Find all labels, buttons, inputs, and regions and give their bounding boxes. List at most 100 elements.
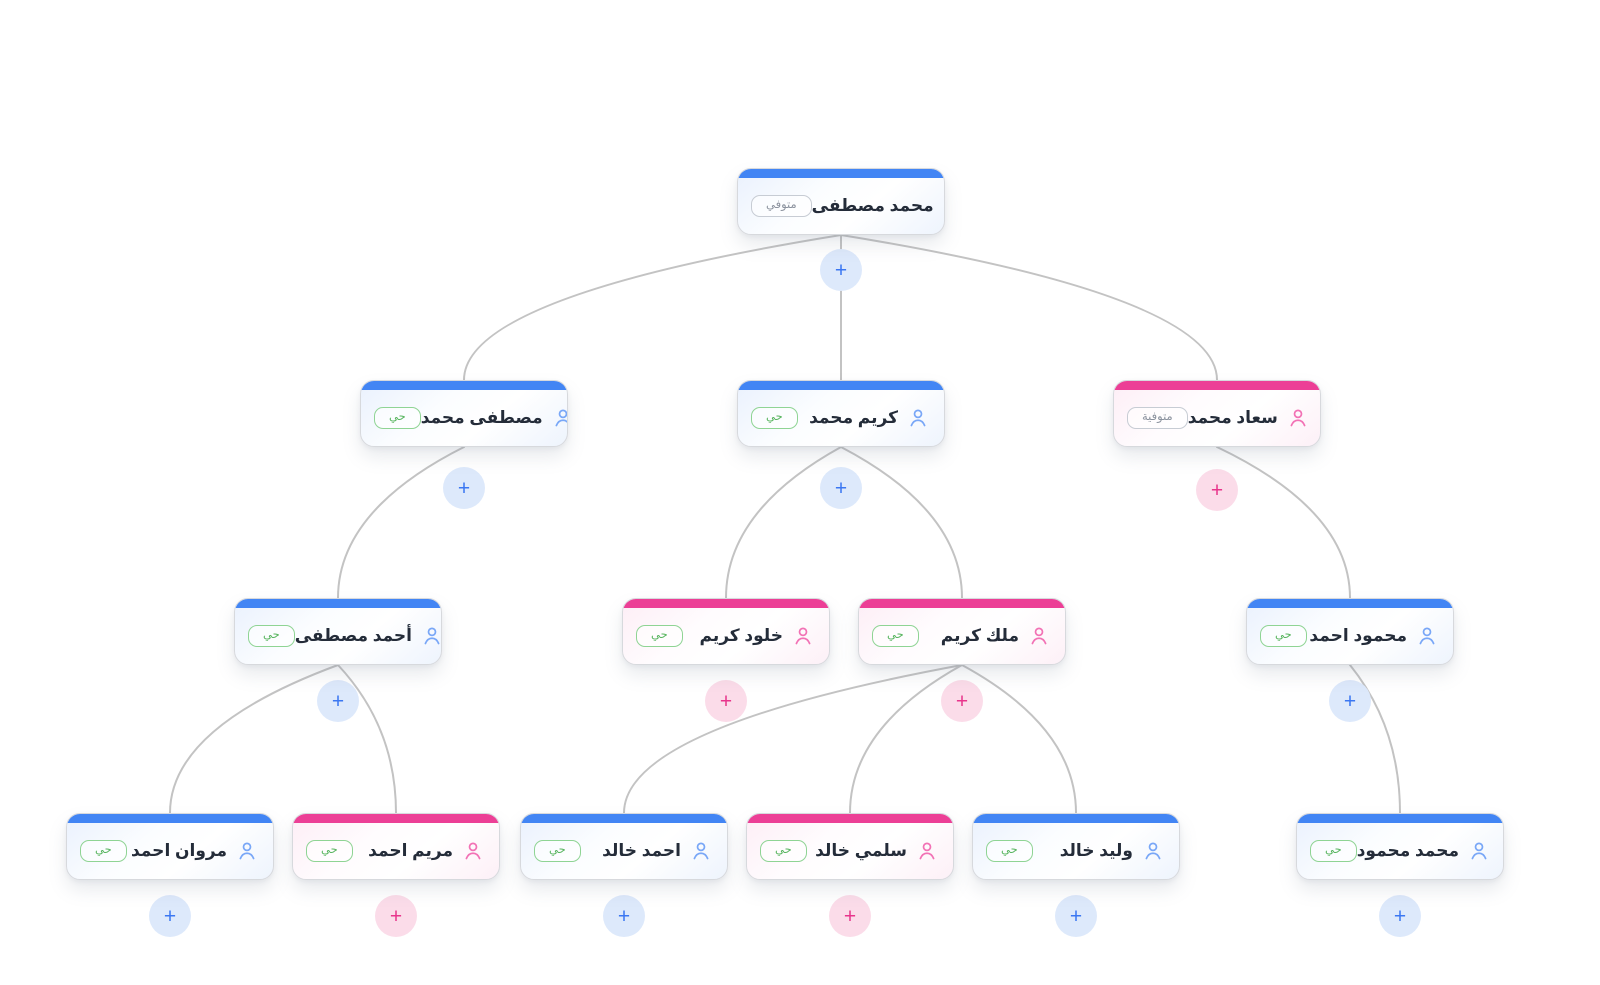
- person-card-salma-khaled[interactable]: حي سلمي خالد: [746, 813, 954, 880]
- family-connection-line: [337, 446, 465, 599]
- add-member-button-karim-mohamed[interactable]: +: [820, 467, 862, 509]
- gender-color-bar: [235, 599, 441, 608]
- person-identity: مصطفى محمد: [420, 407, 567, 429]
- status-badge: متوفية: [1127, 407, 1188, 429]
- person-card-souad-mohamed[interactable]: متوفية سعاد محمد: [1113, 380, 1321, 447]
- person-card-mostafa-mohamed[interactable]: حي مصطفى محمد: [360, 380, 568, 447]
- gender-color-bar: [747, 814, 953, 823]
- family-connection-line: [840, 446, 963, 599]
- person-card-marwan-ahmed[interactable]: حي مروان احمد: [66, 813, 274, 880]
- person-card-content: حي محمود احمد: [1247, 608, 1453, 664]
- gender-color-bar: [293, 814, 499, 823]
- person-card-malak-karim[interactable]: حي ملك كريم: [858, 598, 1066, 665]
- family-connection-line: [169, 664, 339, 814]
- person-icon: [552, 407, 567, 429]
- family-connection-line: [961, 664, 1077, 814]
- person-identity: محمد مصطفى: [811, 195, 944, 217]
- status-badge: حي: [306, 840, 353, 862]
- person-card-content: حي ملك كريم: [859, 608, 1065, 664]
- person-card-ahmed-mostafa[interactable]: حي أحمد مصطفى: [234, 598, 442, 665]
- person-card-content: حي كريم محمد: [738, 390, 944, 446]
- status-badge: حي: [636, 625, 683, 647]
- person-icon: [1142, 840, 1164, 862]
- person-name: خلود كريم: [699, 626, 783, 645]
- person-identity: محمد محمود: [1357, 840, 1490, 862]
- add-member-button-ahmed-khaled[interactable]: +: [603, 895, 645, 937]
- person-card-content: حي أحمد مصطفى: [235, 608, 441, 664]
- family-connection-line: [337, 664, 397, 814]
- person-icon: [236, 840, 258, 862]
- add-member-button-mohamed-mostafa[interactable]: +: [820, 249, 862, 291]
- person-name: احمد خالد: [602, 841, 681, 860]
- person-icon: [462, 840, 484, 862]
- gender-color-bar: [738, 169, 944, 178]
- person-name: مصطفى محمد: [420, 408, 543, 427]
- person-card-content: حي مصطفى محمد: [361, 390, 567, 446]
- status-badge: حي: [534, 840, 581, 862]
- person-card-content: حي مريم احمد: [293, 823, 499, 879]
- person-icon: [907, 407, 929, 429]
- add-member-button-mohamed-mahmoud[interactable]: +: [1379, 895, 1421, 937]
- person-icon: [690, 840, 712, 862]
- person-card-ahmed-khaled[interactable]: حي احمد خالد: [520, 813, 728, 880]
- family-connection-line: [840, 234, 1218, 381]
- person-identity: أحمد مصطفى: [294, 625, 441, 647]
- person-icon: [1028, 625, 1050, 647]
- person-icon: [1416, 625, 1438, 647]
- status-badge: متوفي: [751, 195, 812, 217]
- person-name: أحمد مصطفى: [294, 626, 412, 645]
- person-card-mahmoud-ahmed[interactable]: حي محمود احمد: [1246, 598, 1454, 665]
- family-connection-line: [849, 664, 963, 814]
- person-identity: مريم احمد: [368, 840, 484, 862]
- gender-color-bar: [361, 381, 567, 390]
- person-identity: سعاد محمد: [1188, 407, 1309, 429]
- family-connection-line: [463, 234, 842, 381]
- gender-color-bar: [859, 599, 1065, 608]
- person-identity: كريم محمد: [809, 407, 929, 429]
- person-card-mariam-ahmed[interactable]: حي مريم احمد: [292, 813, 500, 880]
- person-card-content: متوفية سعاد محمد: [1114, 390, 1320, 446]
- person-icon: [943, 195, 944, 217]
- person-identity: سلمي خالد: [815, 840, 938, 862]
- family-connection-line: [623, 664, 963, 814]
- person-name: سلمي خالد: [815, 841, 907, 860]
- person-card-karim-mohamed[interactable]: حي كريم محمد: [737, 380, 945, 447]
- status-badge: حي: [872, 625, 919, 647]
- add-member-button-ahmed-mostafa[interactable]: +: [317, 680, 359, 722]
- gender-color-bar: [521, 814, 727, 823]
- add-member-button-malak-karim[interactable]: +: [941, 680, 983, 722]
- person-card-kholoud-karim[interactable]: حي خلود كريم: [622, 598, 830, 665]
- status-badge: حي: [80, 840, 127, 862]
- family-connection-line: [1216, 446, 1351, 599]
- status-badge: حي: [374, 407, 421, 429]
- person-name: محمد مصطفى: [811, 196, 934, 215]
- add-member-button-mostafa-mohamed[interactable]: +: [443, 467, 485, 509]
- person-name: كريم محمد: [809, 408, 898, 427]
- person-card-mohamed-mostafa[interactable]: متوفي محمد مصطفى: [737, 168, 945, 235]
- add-member-button-salma-khaled[interactable]: +: [829, 895, 871, 937]
- person-card-content: حي سلمي خالد: [747, 823, 953, 879]
- person-name: وليد خالد: [1059, 841, 1133, 860]
- person-name: مريم احمد: [368, 841, 453, 860]
- family-connection-line: [725, 446, 842, 599]
- gender-color-bar: [738, 381, 944, 390]
- person-name: ملك كريم: [940, 626, 1019, 645]
- add-member-button-souad-mohamed[interactable]: +: [1196, 469, 1238, 511]
- person-icon: [1287, 407, 1309, 429]
- add-member-button-walid-khaled[interactable]: +: [1055, 895, 1097, 937]
- add-member-button-kholoud-karim[interactable]: +: [705, 680, 747, 722]
- family-connection-line: [1349, 664, 1401, 814]
- add-member-button-mariam-ahmed[interactable]: +: [375, 895, 417, 937]
- person-card-content: متوفي محمد مصطفى: [738, 178, 944, 234]
- person-card-mohamed-mahmoud[interactable]: حي محمد محمود: [1296, 813, 1504, 880]
- gender-color-bar: [623, 599, 829, 608]
- status-badge: حي: [1310, 840, 1357, 862]
- person-card-walid-khaled[interactable]: حي وليد خالد: [972, 813, 1180, 880]
- status-badge: حي: [760, 840, 807, 862]
- add-member-button-marwan-ahmed[interactable]: +: [149, 895, 191, 937]
- person-identity: محمود احمد: [1309, 625, 1438, 647]
- person-card-content: حي وليد خالد: [973, 823, 1179, 879]
- add-member-button-mahmoud-ahmed[interactable]: +: [1329, 680, 1371, 722]
- gender-color-bar: [1114, 381, 1320, 390]
